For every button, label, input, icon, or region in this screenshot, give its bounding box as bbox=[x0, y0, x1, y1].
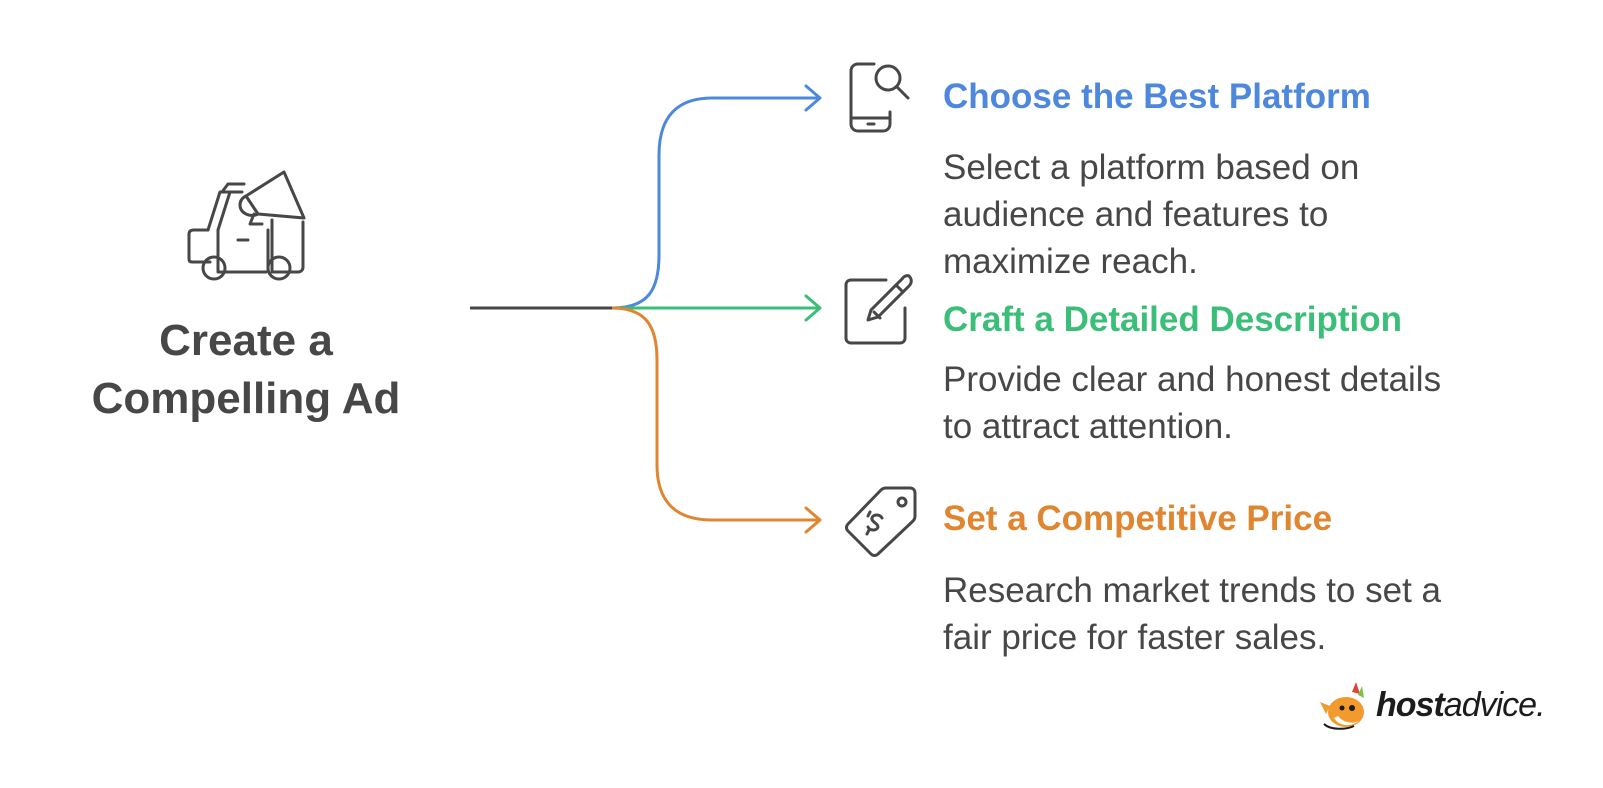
desc-line: to attract attention. bbox=[943, 407, 1233, 446]
branch-title-platform: Choose the Best Platform bbox=[943, 77, 1371, 116]
desc-line: Select a platform based on bbox=[943, 148, 1360, 187]
phone-search-icon bbox=[849, 62, 910, 133]
desc-line: Research market trends to set a bbox=[943, 571, 1441, 610]
branch-desc-description: Provide clear and honest details to attr… bbox=[943, 356, 1523, 450]
logo-text-light: advice. bbox=[1443, 686, 1546, 724]
arrowhead-orange bbox=[804, 506, 822, 534]
branch-title-description: Craft a Detailed Description bbox=[943, 300, 1402, 339]
root-title-line1: Create a bbox=[159, 316, 333, 365]
desc-line: fair price for faster sales. bbox=[943, 618, 1327, 657]
arrowhead-blue bbox=[804, 84, 822, 112]
connector-blue bbox=[611, 96, 818, 310]
arrowhead-green bbox=[804, 294, 822, 322]
price-tag-icon bbox=[845, 486, 917, 557]
food-truck-megaphone-icon bbox=[187, 170, 306, 281]
hostadvice-wordmark: hostadvice. bbox=[1376, 686, 1546, 725]
fox-mascot-icon bbox=[1320, 682, 1364, 730]
connector-orange bbox=[611, 306, 818, 522]
root-title: Create a Compelling Ad bbox=[70, 312, 422, 428]
branch-desc-platform: Select a platform based on audience and … bbox=[943, 144, 1523, 285]
hostadvice-logo: hostadvice. bbox=[1316, 680, 1556, 732]
branch-desc-price: Research market trends to set a fair pri… bbox=[943, 567, 1523, 661]
branch-title-price: Set a Competitive Price bbox=[943, 499, 1333, 538]
desc-line: audience and features to bbox=[943, 195, 1329, 234]
root-title-line2: Compelling Ad bbox=[91, 374, 401, 423]
logo-text-bold: host bbox=[1376, 686, 1445, 724]
desc-line: maximize reach. bbox=[943, 242, 1198, 281]
pencil-square-icon bbox=[844, 274, 913, 345]
desc-line: Provide clear and honest details bbox=[943, 360, 1442, 399]
